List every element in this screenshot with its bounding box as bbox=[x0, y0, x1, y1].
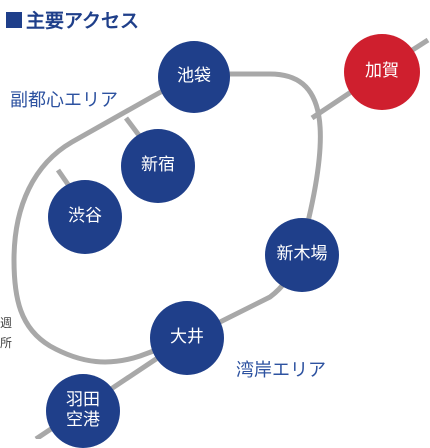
station-label: 加賀 bbox=[365, 61, 399, 82]
clipped-text-fragment-bottom: 所 bbox=[0, 336, 13, 350]
station-label: 渋谷 bbox=[68, 206, 102, 227]
station-label: 新木場 bbox=[276, 244, 328, 265]
station-ikebukuro[interactable]: 池袋 bbox=[158, 41, 230, 113]
station-label: 池袋 bbox=[177, 66, 211, 87]
heading-title: 主要アクセス bbox=[26, 10, 140, 32]
station-label: 羽田 空港 bbox=[66, 390, 100, 430]
area-label-fukutoshin: 副都心エリア bbox=[10, 90, 118, 111]
station-label: 大井 bbox=[170, 327, 204, 348]
clipped-text-fragment-top: 週 bbox=[0, 316, 13, 330]
station-oi[interactable]: 大井 bbox=[150, 301, 224, 375]
station-shinjuku[interactable]: 新宿 bbox=[121, 129, 195, 203]
station-haneda-airport[interactable]: 羽田 空港 bbox=[46, 374, 120, 448]
heading-square-icon bbox=[6, 11, 22, 28]
area-label-wangan: 湾岸エリア bbox=[236, 360, 326, 381]
section-heading: 主要アクセス bbox=[6, 6, 139, 33]
loop-line bbox=[11, 71, 323, 365]
station-kaga[interactable]: 加賀 bbox=[344, 34, 420, 110]
station-shinkiba[interactable]: 新木場 bbox=[265, 218, 339, 292]
station-label: 新宿 bbox=[141, 155, 175, 176]
station-shibuya[interactable]: 渋谷 bbox=[48, 180, 122, 254]
